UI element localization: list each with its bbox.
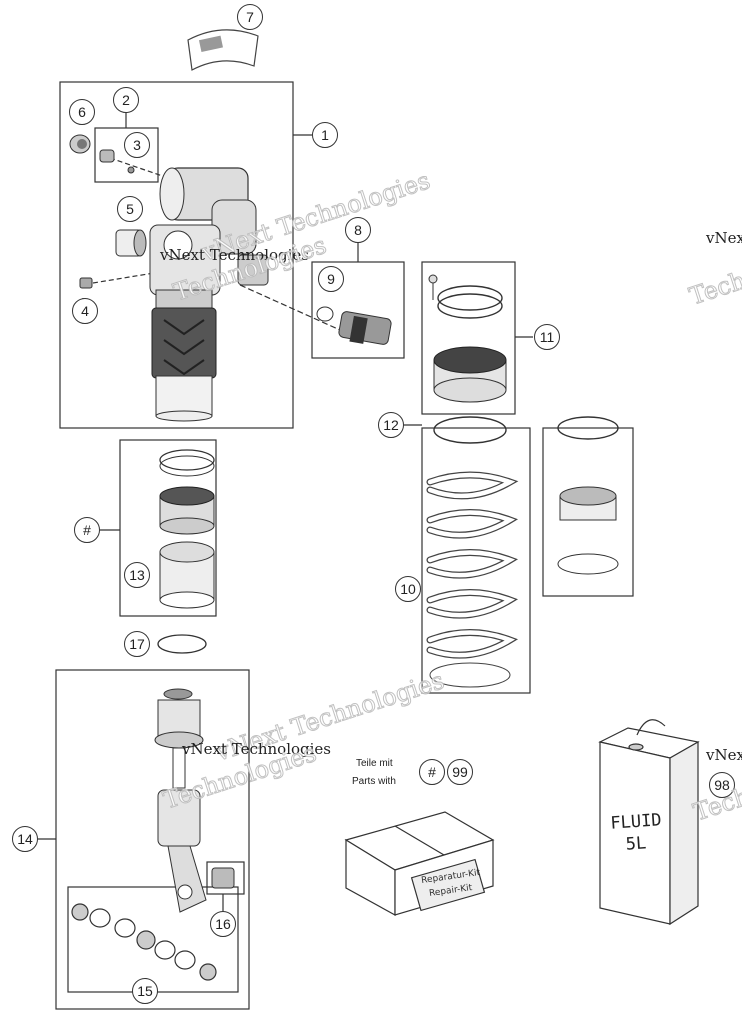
callout-hash-seals: # [74, 517, 100, 543]
callout-98: 98 [709, 772, 735, 798]
repair-note-de: Teile mit [356, 758, 393, 769]
callout-12: 12 [378, 412, 404, 438]
callout-10: 10 [395, 576, 421, 602]
watermark-top: vNext Technologies [160, 246, 310, 264]
callout-16: 16 [210, 911, 236, 937]
callout-3: 3 [124, 132, 150, 158]
group-box-12 [421, 427, 531, 694]
repair-note-en: Parts with [352, 776, 396, 787]
callout-99: 99 [447, 759, 473, 785]
callout-14: 14 [12, 826, 38, 852]
callout-9: 9 [318, 266, 344, 292]
fluid-can-label-1: FLUID [609, 810, 663, 834]
callout-15: 15 [132, 978, 158, 1004]
callout-7: 7 [237, 4, 263, 30]
callout-8: 8 [345, 217, 371, 243]
callout-6: 6 [69, 99, 95, 125]
watermark-right-partial-3: vNex [706, 746, 742, 764]
fluid-can-label-2: 5L [625, 833, 647, 855]
group-box-11 [421, 261, 516, 415]
callout-1: 1 [312, 122, 338, 148]
callout-2: 2 [113, 87, 139, 113]
callout-11: 11 [534, 324, 560, 350]
group-box-seals [119, 439, 217, 617]
callout-17: 17 [124, 631, 150, 657]
callout-hash-repair: # [419, 759, 445, 785]
group-box-16 [206, 861, 245, 895]
group-box-14 [55, 669, 250, 1010]
callout-4: 4 [72, 298, 98, 324]
watermark-mid: vNext Technologies [182, 740, 332, 758]
group-box-1 [59, 81, 294, 429]
callout-5: 5 [117, 196, 143, 222]
group-box-spring-kit [542, 427, 634, 597]
watermark-right-partial-1: vNex [706, 229, 742, 247]
callout-13: 13 [124, 562, 150, 588]
